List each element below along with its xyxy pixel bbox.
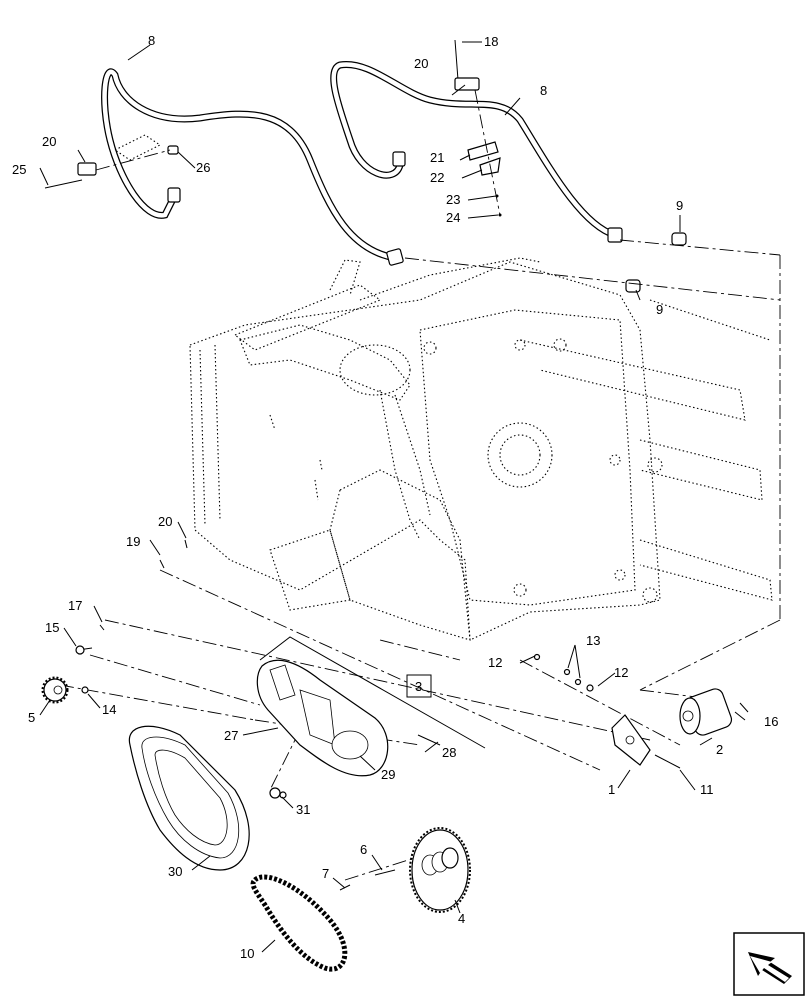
centerlines [59,239,781,881]
orientation-arrow-icon[interactable] [733,932,805,996]
belt-cover-30 [128,725,250,871]
callout-labels: 8 8 18 20 21 22 23 24 20 25 26 9 9 20 19… [12,33,778,961]
callout-24: 24 [446,210,460,225]
callout-8-left: 8 [148,33,155,48]
hose-assembly-right [330,61,623,243]
callout-18: 19 [126,534,140,549]
callout-14: 14 [102,702,116,717]
callout-25: 25 [12,162,26,177]
callout-7: 7 [322,866,329,881]
callout-13: 13 [586,633,600,648]
callout-27: 27 [224,728,238,743]
callout-15: 15 [45,620,59,635]
callout-23: 23 [446,192,460,207]
callout-12-right: 12 [614,665,628,680]
callout-30: 30 [168,864,182,879]
clamp-parts-right [454,39,502,217]
drive-chain-10 [250,874,348,972]
sprocket-4 [339,827,471,913]
hardware-12-13 [533,653,594,692]
hydraulic-motor-2 [679,688,749,736]
fitting-9-lower [625,279,641,293]
callout-11: 11 [700,782,714,797]
callout-4: 4 [458,911,465,926]
callout-9-lower: 9 [656,302,663,317]
chain-guard [256,659,441,777]
leader-lines [39,41,746,953]
callout-6: 6 [360,842,367,857]
callout-8-right: 8 [540,83,547,98]
sprocket-5 [41,539,188,704]
callout-31: 31 [296,802,310,817]
callout-3: 3 [415,679,422,694]
callout-21: 22 [430,170,444,185]
fitting-9-upper [671,232,687,246]
callout-22: 18 [484,34,498,49]
callout-28: 28 [442,745,456,760]
clip-31 [269,787,287,799]
callout-1: 1 [608,782,615,797]
callout-20-left: 20 [42,134,56,149]
machine-frame-phantom [189,257,773,641]
callout-20-mid: 21 [430,150,444,165]
callout-9-upper: 9 [676,198,683,213]
callout-10: 10 [240,946,254,961]
callout-29: 29 [381,767,395,782]
bracket-3-outline [259,636,486,749]
callout-26: 26 [196,160,210,175]
callout-20-top: 20 [414,56,428,71]
callout-5: 5 [28,710,35,725]
clamp-parts-left [44,134,179,189]
callout-17: 17 [68,598,82,613]
hose-assembly-left [101,68,404,266]
callout-16: 16 [764,714,778,729]
callout-19: 20 [158,514,172,529]
callout-2: 2 [716,742,723,757]
callout-12-left: 12 [488,655,502,670]
mount-plate-1 [611,714,681,769]
